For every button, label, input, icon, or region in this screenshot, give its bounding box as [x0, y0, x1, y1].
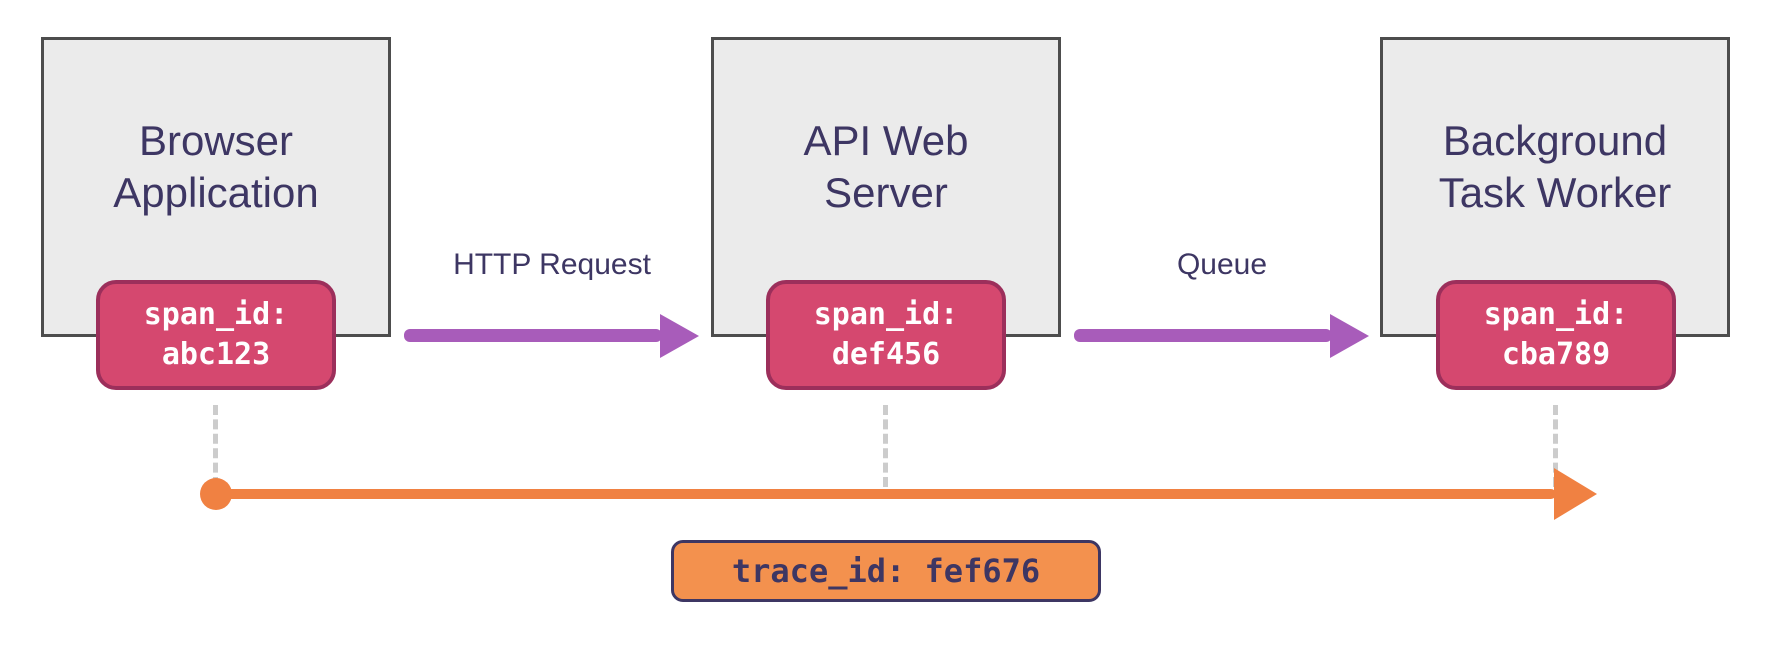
- queue-arrow-icon: [1074, 329, 1332, 342]
- span-value: cba789: [1501, 337, 1611, 372]
- node-title: API Web Server: [803, 116, 969, 217]
- span-value: def456: [831, 337, 941, 372]
- span-badge-abc123: span_id: abc123: [96, 280, 336, 390]
- span-value: abc123: [161, 337, 271, 372]
- span-badge-cba789: span_id: cba789: [1436, 280, 1676, 390]
- dashed-connector-3: [1553, 405, 1558, 487]
- dashed-connector-2: [883, 405, 888, 487]
- node-title: Browser Application: [113, 116, 319, 217]
- edge-label-http-request: HTTP Request: [453, 248, 651, 281]
- trace-timeline-arrow-icon: [216, 489, 1556, 499]
- span-label: span_id:: [813, 296, 959, 332]
- node-title: Background Task Worker: [1438, 116, 1672, 217]
- trace-id-badge: trace_id: fef676: [671, 540, 1101, 602]
- edge-label-queue: Queue: [1176, 248, 1268, 281]
- dashed-connector-1: [213, 405, 218, 487]
- span-label: span_id:: [1483, 296, 1629, 332]
- http-request-arrow-icon: [404, 329, 662, 342]
- span-label: span_id:: [143, 296, 289, 332]
- span-badge-def456: span_id: def456: [766, 280, 1006, 390]
